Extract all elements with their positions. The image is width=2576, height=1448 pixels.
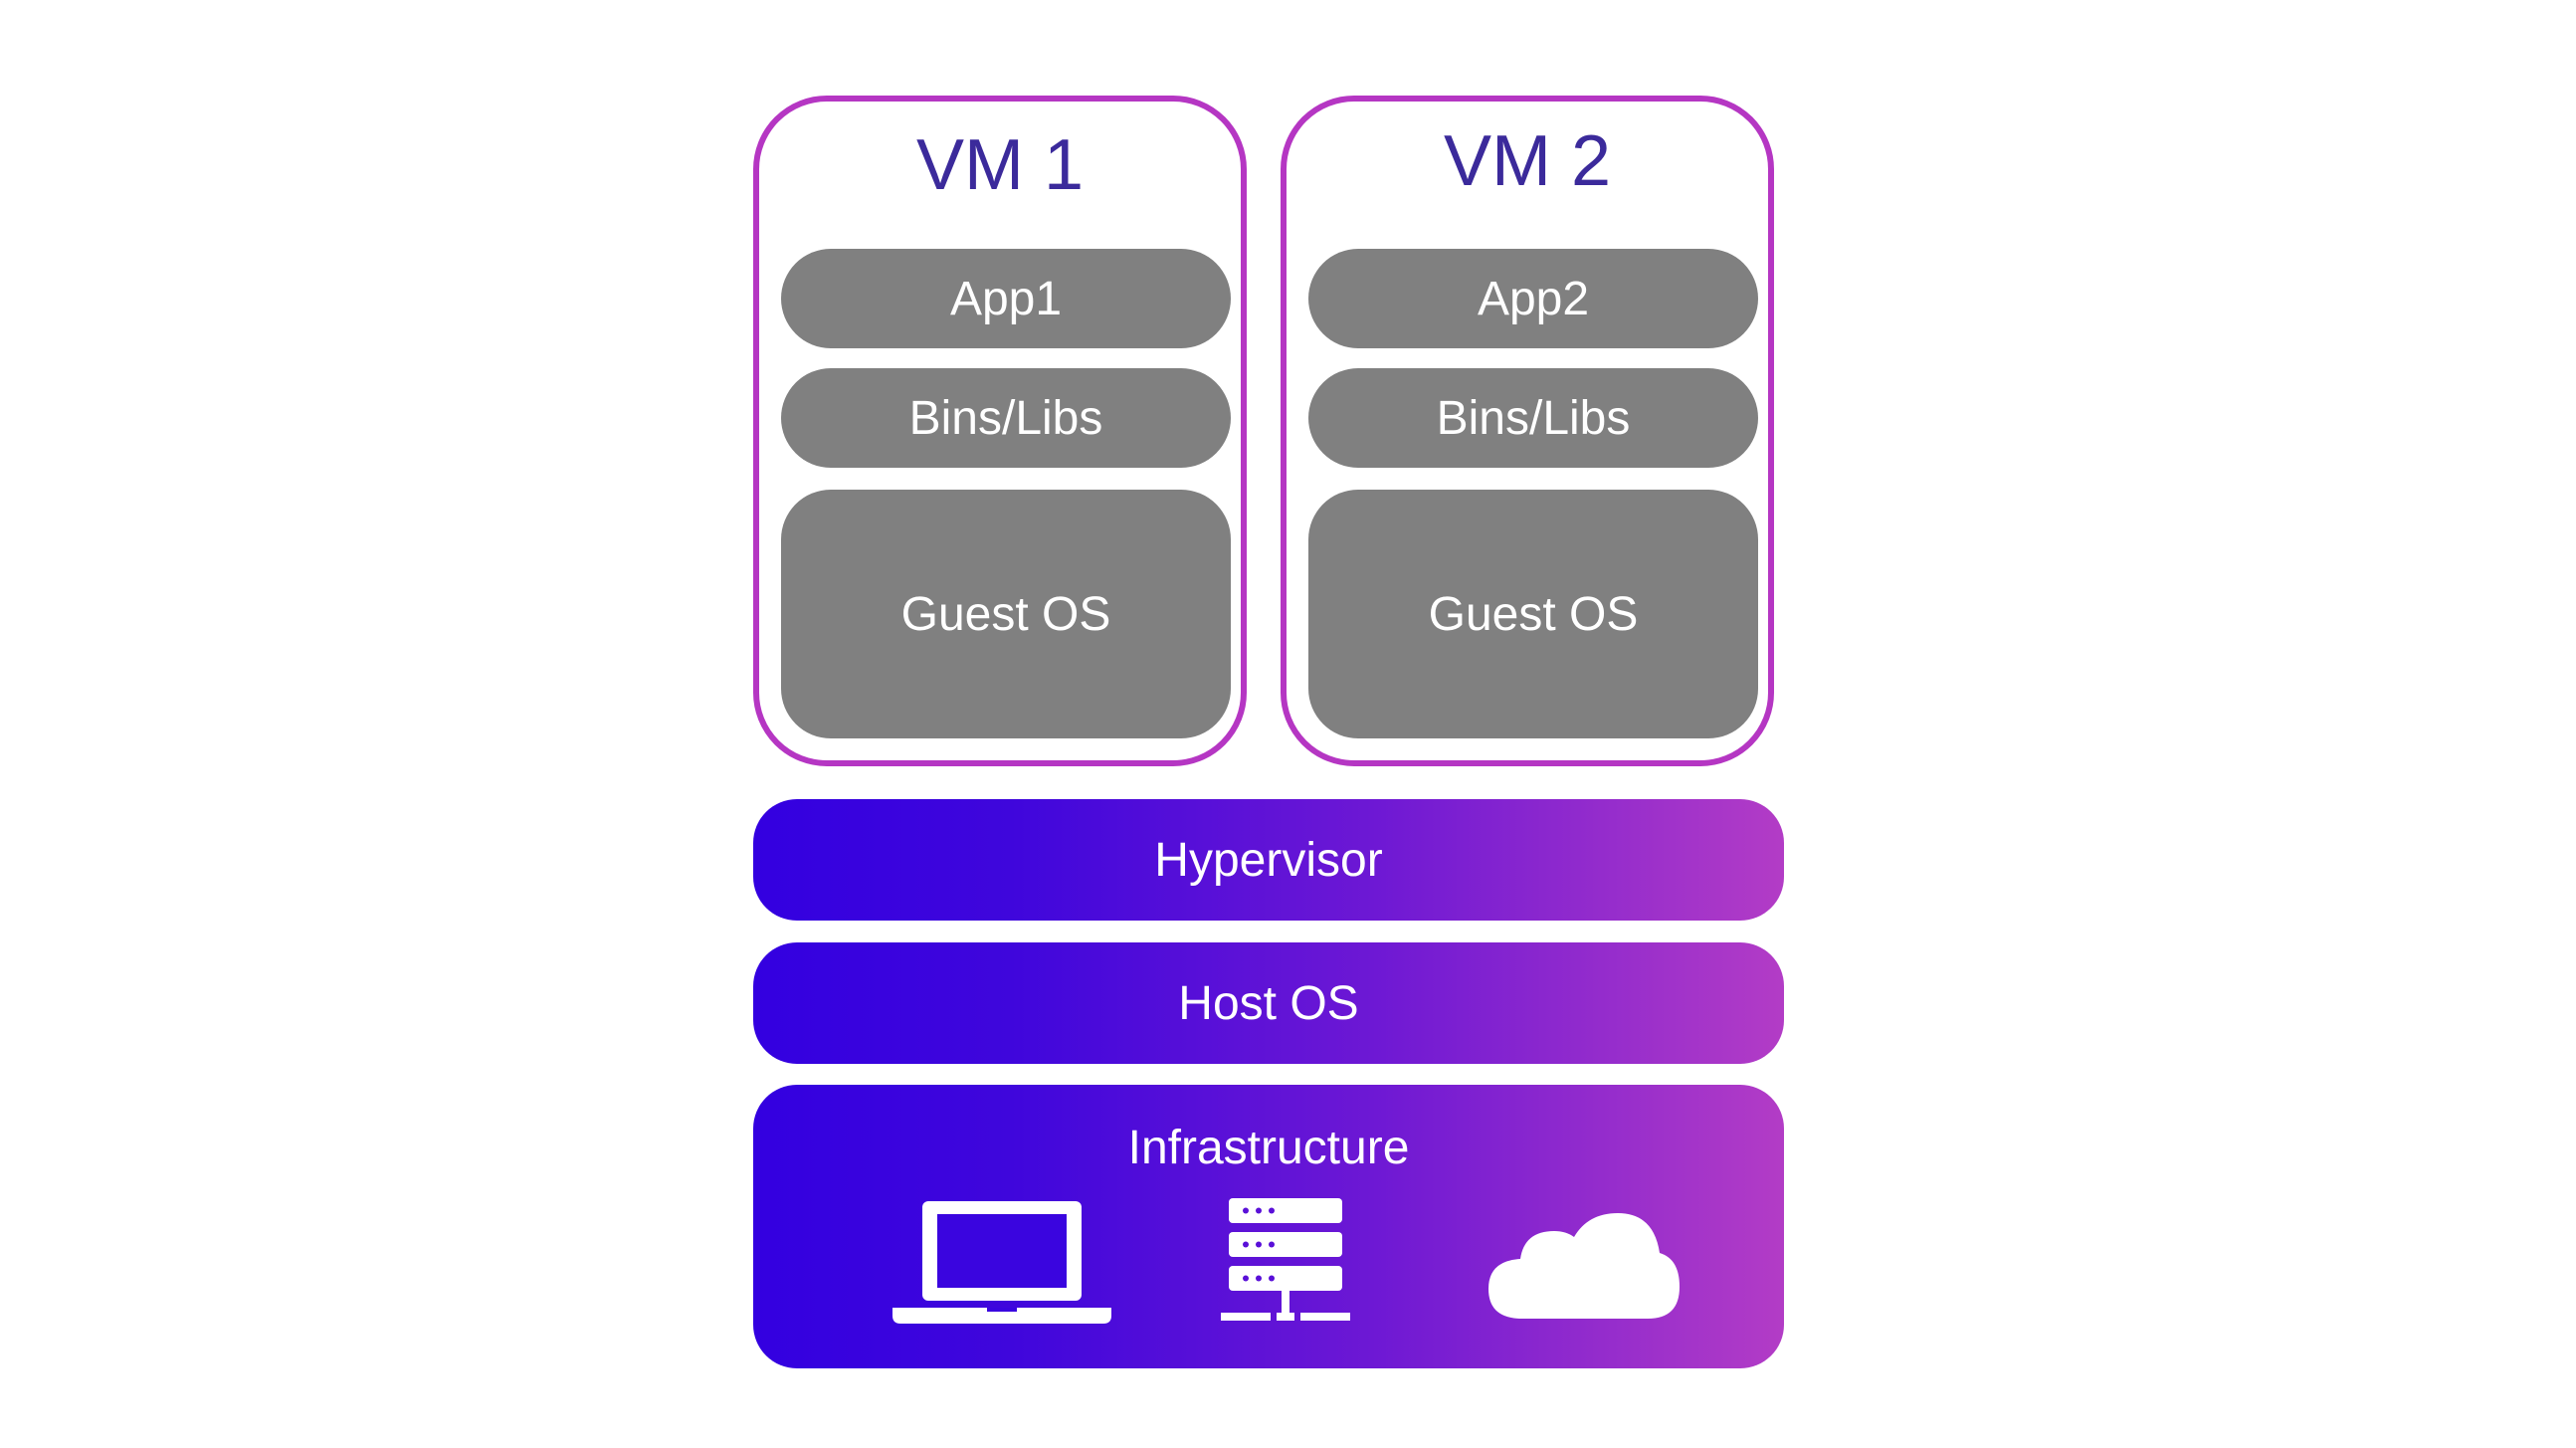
- hypervisor-layer: Hypervisor: [753, 799, 1784, 921]
- laptop-icon: [892, 1201, 1111, 1324]
- vm-1-libs-layer: Bins/Libs: [781, 368, 1231, 468]
- vm-1-container: VM 1 App1 Bins/Libs Guest OS: [753, 96, 1247, 766]
- vm-2-guest-os-layer: Guest OS: [1308, 490, 1758, 738]
- infrastructure-layer: Infrastructure: [753, 1085, 1784, 1368]
- infrastructure-label: Infrastructure: [1127, 1122, 1410, 1174]
- host-os-layer: Host OS: [753, 942, 1784, 1064]
- vm-1-app-layer: App1: [781, 249, 1231, 348]
- vm-2-title: VM 2: [1443, 121, 1612, 201]
- vm-1-guest-os-layer: Guest OS: [781, 490, 1231, 738]
- vm-2-libs-layer: Bins/Libs: [1308, 368, 1758, 468]
- vm-2-app-layer: App2: [1308, 249, 1758, 348]
- host-os-label: Host OS: [1178, 976, 1359, 1030]
- server-icon: [1221, 1198, 1350, 1321]
- cloud-icon: [1488, 1213, 1680, 1319]
- vm-1-title: VM 1: [915, 125, 1085, 205]
- hypervisor-label: Hypervisor: [1154, 833, 1383, 887]
- vm-2-container: VM 2 App2 Bins/Libs Guest OS: [1281, 96, 1774, 766]
